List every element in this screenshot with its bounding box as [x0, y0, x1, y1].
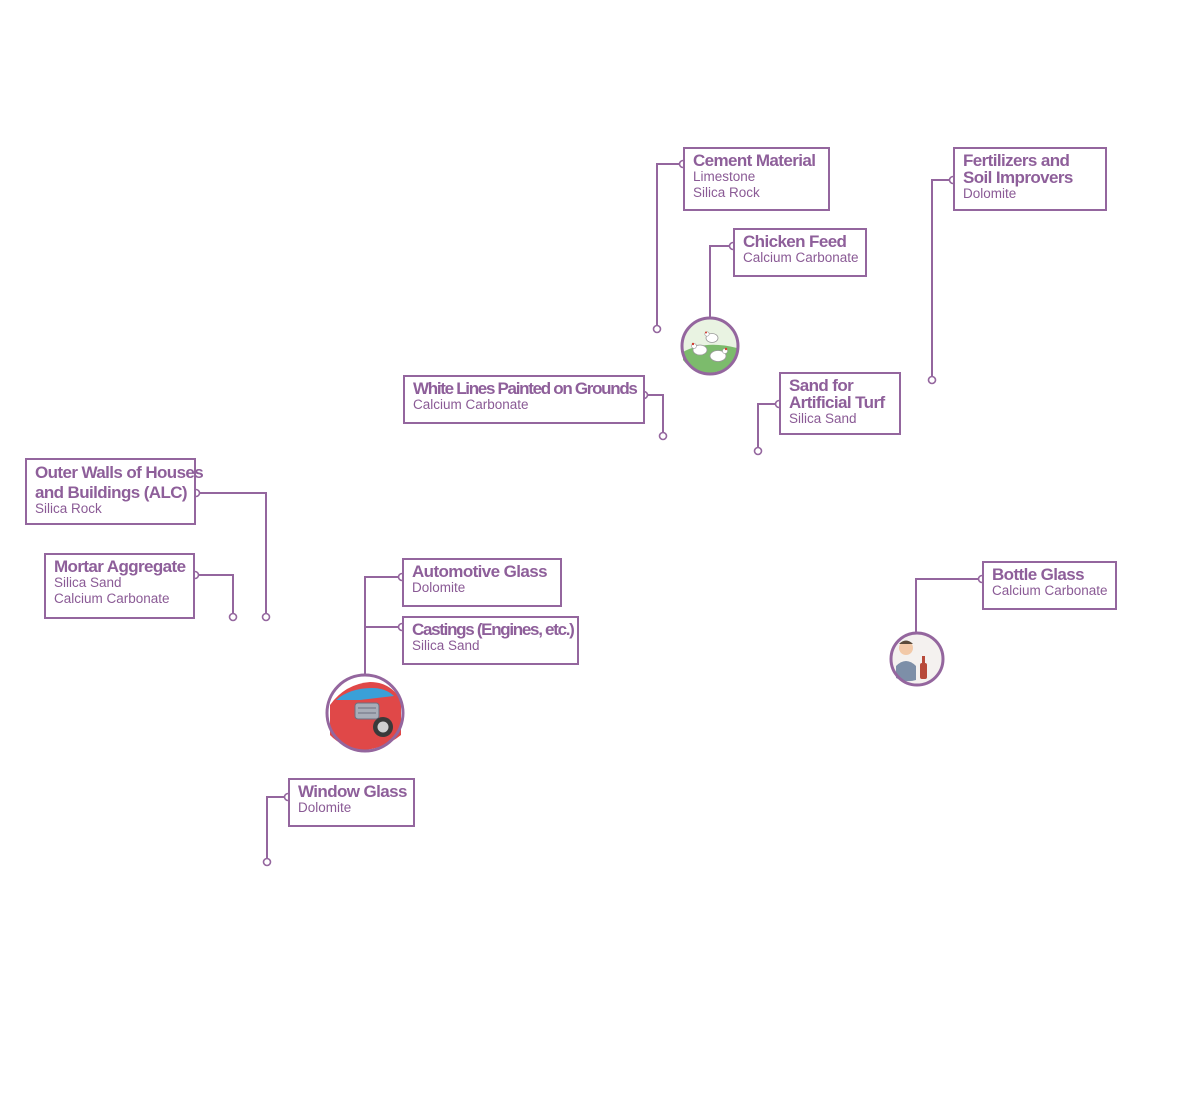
use-box-white-lines: White Lines Painted on Grounds Calcium C…: [403, 375, 645, 424]
material-label: Silica Sand: [789, 411, 857, 426]
material-label: Calcium Carbonate: [743, 250, 859, 265]
bottle-drinker-icon: [889, 631, 945, 687]
material-label: Dolomite: [412, 580, 466, 595]
use-title-line: Artificial Turf: [789, 393, 885, 412]
material-label: Silica Rock: [35, 501, 102, 516]
use-box-turf: Sand for Artificial Turf Silica Sand: [779, 372, 901, 435]
use-title-line: Soil Improvers: [963, 168, 1073, 187]
material-label: Dolomite: [298, 800, 352, 815]
material-label: Limestone: [693, 169, 756, 184]
material-label: Silica Rock: [693, 185, 760, 200]
chickens-icon: [680, 316, 740, 376]
use-title: Window Glass: [298, 782, 407, 801]
material-label: Silica Sand: [54, 575, 122, 590]
connector-bottle: [915, 574, 987, 632]
use-title: White Lines Painted on Grounds: [413, 379, 638, 398]
use-box-window-glass: Window Glass Dolomite: [288, 778, 415, 827]
connector-cement: [652, 159, 688, 334]
connector-outer-walls: [191, 488, 271, 622]
material-label: Calcium Carbonate: [54, 591, 170, 606]
use-box-cement: Cement Material Limestone Silica Rock: [683, 147, 830, 211]
connector-car: [364, 572, 407, 674]
use-title: Bottle Glass: [992, 565, 1085, 584]
use-title: Castings (Engines, etc.): [412, 620, 575, 639]
car-icon: [325, 673, 405, 753]
use-title-line: Outer Walls of Houses: [35, 463, 204, 482]
connector-mortar: [190, 570, 238, 622]
material-label: Silica Sand: [412, 638, 480, 653]
material-label: Calcium Carbonate: [992, 583, 1108, 598]
use-box-fertilizer: Fertilizers and Soil Improvers Dolomite: [953, 147, 1107, 211]
use-box-chicken: Chicken Feed Calcium Carbonate: [733, 228, 867, 277]
use-title-line: and Buildings (ALC): [35, 483, 188, 502]
use-box-automotive-glass: Automotive Glass Dolomite: [402, 558, 562, 607]
material-label: Calcium Carbonate: [413, 397, 529, 412]
use-box-bottle-glass: Bottle Glass Calcium Carbonate: [982, 561, 1117, 610]
use-title-line: Sand for: [789, 376, 854, 395]
use-box-outer-walls: Outer Walls of Houses and Buildings (ALC…: [25, 458, 204, 525]
use-box-mortar: Mortar Aggregate Silica Sand Calcium Car…: [44, 553, 195, 619]
use-title: Automotive Glass: [412, 562, 548, 581]
use-box-castings: Castings (Engines, etc.) Silica Sand: [402, 616, 579, 665]
use-title: Chicken Feed: [743, 232, 847, 251]
use-title-line: Fertilizers and: [963, 151, 1070, 170]
material-label: Dolomite: [963, 186, 1017, 201]
use-title: Cement Material: [693, 151, 816, 170]
use-title: Mortar Aggregate: [54, 557, 186, 576]
